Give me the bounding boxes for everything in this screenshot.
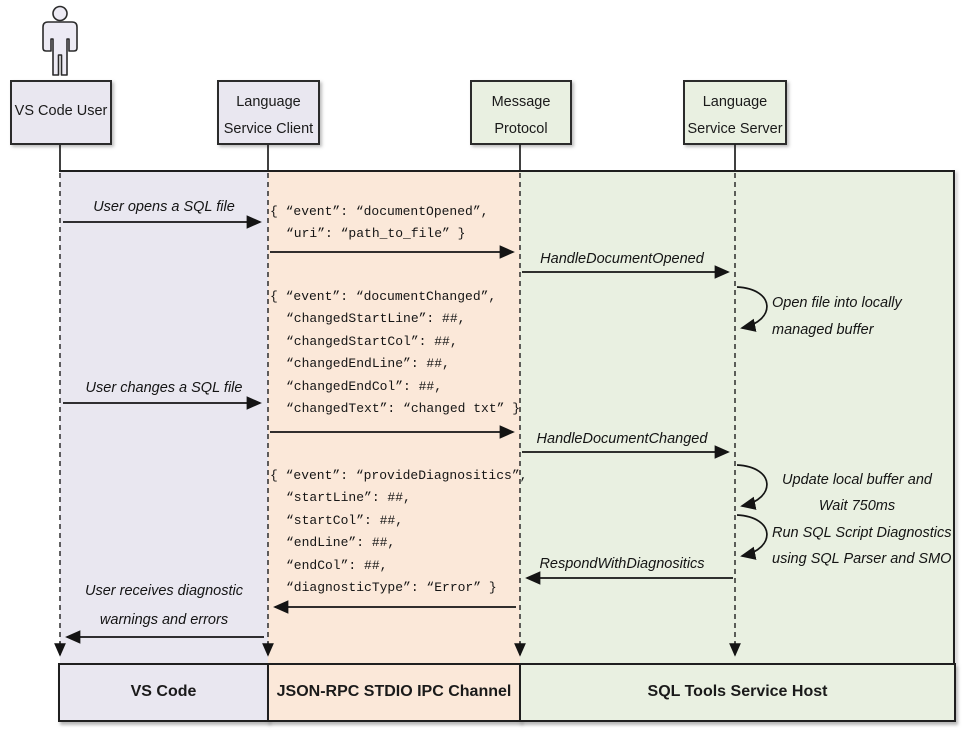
label-user-receives: User receives diagnostic warnings and er… [85, 583, 243, 628]
lane-band-vscode [60, 172, 268, 663]
actor-box-language-service-server: Language Service Server [683, 80, 787, 145]
actor-box-vscode-user: VS Code User [10, 80, 112, 145]
label-user-opens: User opens a SQL file [93, 199, 235, 215]
label-user-changes: User changes a SQL file [85, 380, 243, 396]
lane-band-service-host [520, 172, 953, 663]
lane-box-jsonrpc-channel: JSON-RPC STDIO IPC Channel [267, 663, 521, 722]
person-icon [42, 5, 78, 76]
lane-label: VS Code [130, 683, 197, 700]
label-handle-document-opened: HandleDocumentOpened [540, 251, 704, 267]
actor-box-message-protocol: Message Protocol [470, 80, 572, 145]
actor-label-line2: Service Server [687, 121, 783, 137]
lane-right-border [953, 170, 955, 663]
lane-box-sql-tools-service-host: SQL Tools Service Host [519, 663, 956, 722]
lane-label: JSON-RPC STDIO IPC Channel [276, 683, 512, 700]
actor-label-line1: Language [236, 94, 301, 110]
note-open-file-buffer: Open file into locally managed buffer [772, 295, 902, 338]
lifeline-stubs [59, 144, 736, 171]
actor-box-language-service-client: Language Service Client [217, 80, 320, 145]
json-line: “changedEndCol”: ##, [286, 379, 443, 394]
json-line: “startCol”: ##, [286, 513, 404, 528]
note-run-sql-diagnostics: Run SQL Script Diagnostics using SQL Par… [772, 525, 952, 567]
json-line: “startLine”: ##, [286, 490, 411, 505]
json-line: “changedEndLine”: ##, [286, 356, 450, 371]
actor-label-line2: Service Client [223, 121, 314, 137]
json-line: { “event”: “documentChanged”, [270, 289, 497, 304]
actor-label-line1: Language [702, 94, 768, 110]
json-line: { “event”: “provideDiagnositics”, [270, 468, 528, 483]
json-line: “changedStartCol”: ##, [286, 334, 458, 349]
json-line: { “event”: “documentOpened”, [270, 204, 489, 219]
lane-top-border [59, 170, 955, 172]
note-update-buffer-wait: Update local buffer and Wait 750ms [782, 472, 932, 514]
actor-label: VS Code User [14, 103, 108, 119]
label-handle-document-changed: HandleDocumentChanged [536, 431, 708, 447]
json-line: “diagnosticType”: “Error” } [286, 580, 497, 595]
lane-box-vscode: VS Code [58, 663, 269, 722]
json-line: “changedStartLine”: ##, [286, 311, 466, 326]
lane-band-ipc-channel [268, 172, 520, 663]
json-line: “changedText”: “changed txt” } [286, 401, 521, 416]
lane-label: SQL Tools Service Host [647, 683, 828, 700]
json-line: “endCol”: ##, [286, 558, 388, 573]
json-line: “endLine”: ##, [286, 535, 396, 550]
json-line: “uri”: “path_to_file” } [286, 226, 466, 241]
actor-label-line2: Protocol [494, 121, 548, 137]
actor-label-line1: Message [491, 94, 551, 110]
label-respond-with-diagnostics: RespondWithDiagnositics [539, 556, 705, 572]
